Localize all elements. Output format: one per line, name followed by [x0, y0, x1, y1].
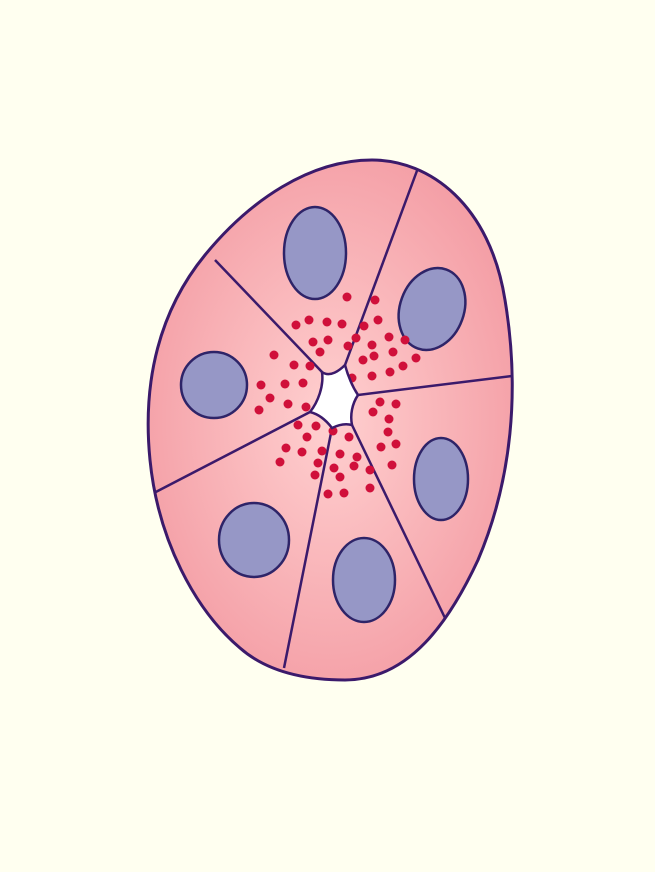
granule — [266, 394, 275, 403]
granule — [312, 422, 321, 431]
granule — [353, 453, 362, 462]
granule — [305, 316, 314, 325]
granule — [292, 321, 301, 330]
granule — [299, 379, 308, 388]
granule — [336, 473, 345, 482]
granule — [324, 336, 333, 345]
granule — [323, 318, 332, 327]
nucleus-4 — [414, 438, 468, 520]
granule — [392, 400, 401, 409]
granule — [306, 362, 315, 371]
granule — [352, 334, 361, 343]
granule — [284, 400, 293, 409]
granule — [318, 447, 327, 456]
granule — [360, 322, 369, 331]
granule — [336, 450, 345, 459]
granule — [368, 341, 377, 350]
granule — [392, 440, 401, 449]
nucleus-1 — [284, 207, 346, 299]
granule — [377, 443, 386, 452]
granule — [276, 458, 285, 467]
granule — [376, 398, 385, 407]
granule — [309, 338, 318, 347]
granule — [374, 316, 383, 325]
granule — [270, 351, 279, 360]
granule — [281, 380, 290, 389]
granule — [369, 408, 378, 417]
granule — [330, 464, 339, 473]
granule — [303, 433, 312, 442]
granule — [257, 381, 266, 390]
granule — [340, 489, 349, 498]
granule — [412, 354, 421, 363]
granule — [294, 421, 303, 430]
granule — [389, 348, 398, 357]
granule — [338, 320, 347, 329]
nucleus-6 — [333, 538, 395, 622]
granule — [385, 415, 394, 424]
granule — [368, 372, 377, 381]
granule — [302, 403, 311, 412]
granule — [282, 444, 291, 453]
granule — [324, 490, 333, 499]
granule — [370, 352, 379, 361]
granule — [366, 466, 375, 475]
granule — [345, 433, 354, 442]
granule — [388, 461, 397, 470]
granule — [311, 471, 320, 480]
granule — [399, 362, 408, 371]
granule — [314, 459, 323, 468]
nucleus-5 — [219, 503, 289, 577]
nucleus-3 — [181, 352, 247, 418]
granule — [255, 406, 264, 415]
granule — [371, 296, 380, 305]
granule — [366, 484, 375, 493]
granule — [401, 336, 410, 345]
granule — [344, 342, 353, 351]
granule — [386, 368, 395, 377]
granule — [384, 428, 393, 437]
granule — [298, 448, 307, 457]
granule — [290, 361, 299, 370]
granule — [316, 348, 325, 357]
granule — [343, 293, 352, 302]
granule — [359, 356, 368, 365]
granule — [385, 333, 394, 342]
granule — [350, 462, 359, 471]
